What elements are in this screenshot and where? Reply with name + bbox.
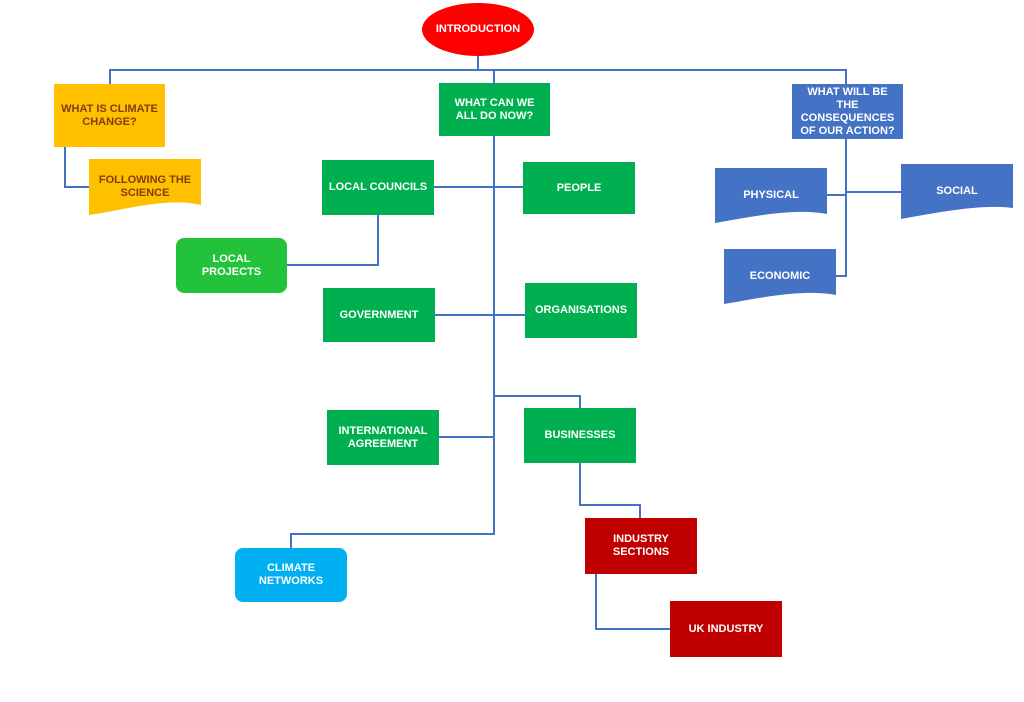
uk-industry-node[interactable]: UK INDUSTRY	[670, 601, 782, 657]
international-agreement-label: INTERNATIONAL AGREEMENT	[338, 424, 428, 450]
businesses-label: BUSINESSES	[544, 429, 616, 441]
government-node[interactable]: GOVERNMENT	[323, 288, 435, 342]
following-science-node[interactable]: FOLLOWING THE SCIENCE	[89, 159, 201, 215]
international-agreement-node[interactable]: INTERNATIONAL AGREEMENT	[327, 410, 439, 465]
consequences-node[interactable]: WHAT WILL BE THE CONSEQUENCES OF OUR ACT…	[792, 84, 903, 139]
connector-business-industry	[579, 463, 641, 518]
connector-industry-uk	[595, 574, 670, 630]
local-councils-label: LOCAL COUNCILS	[328, 181, 428, 193]
economic-label: ECONOMIC	[749, 270, 811, 282]
connector-climate-science	[64, 147, 90, 188]
introduction-label: INTRODUCTION	[435, 23, 521, 35]
connector-trunk-center	[478, 69, 495, 83]
people-node[interactable]: PEOPLE	[523, 162, 635, 214]
government-label: GOVERNMENT	[339, 308, 419, 321]
consequences-label: WHAT WILL BE THE CONSEQUENCES OF OUR ACT…	[800, 85, 895, 137]
climate-networks-node[interactable]: CLIMATE NETWORKS	[235, 548, 347, 602]
climate-change-label: WHAT IS CLIMATE CHANGE?	[61, 102, 158, 128]
physical-node[interactable]: PHYSICAL	[715, 168, 827, 223]
local-projects-node[interactable]: LOCAL PROJECTS	[176, 238, 287, 293]
document-shape	[89, 159, 201, 215]
what-can-we-do-node[interactable]: WHAT CAN WE ALL DO NOW?	[439, 83, 550, 136]
local-projects-label: LOCAL PROJECTS	[201, 252, 262, 278]
people-label: PEOPLE	[556, 181, 602, 194]
local-councils-node[interactable]: LOCAL COUNCILS	[322, 160, 434, 215]
document-shape	[715, 168, 827, 223]
climate-networks-label: CLIMATE NETWORKS	[258, 562, 324, 587]
physical-label: PHYSICAL	[743, 189, 799, 201]
connector-center-vertical	[290, 136, 495, 548]
document-shape	[901, 164, 1013, 219]
industry-sections-node[interactable]: INDUSTRY SECTIONS	[585, 518, 697, 574]
economic-node[interactable]: ECONOMIC	[724, 249, 836, 304]
following-science-label: FOLLOWING THE SCIENCE	[98, 174, 192, 199]
document-shape	[724, 249, 836, 304]
connector-intro-trunk	[477, 55, 847, 84]
organisations-label: ORGANISATIONS	[534, 304, 628, 316]
organisations-node[interactable]: ORGANISATIONS	[525, 283, 637, 338]
connector-businesses	[494, 395, 581, 408]
what-can-we-do-label: WHAT CAN WE ALL DO NOW?	[454, 96, 535, 122]
businesses-node[interactable]: BUSINESSES	[524, 408, 636, 463]
social-label: SOCIAL	[936, 185, 978, 197]
social-node[interactable]: SOCIAL	[901, 164, 1013, 219]
connector-councils-projects	[287, 215, 379, 266]
connector-trunk-left	[109, 69, 478, 84]
uk-industry-label: UK INDUSTRY	[688, 622, 764, 635]
industry-sections-label: INDUSTRY SECTIONS	[612, 533, 670, 558]
introduction-node[interactable]: INTRODUCTION	[422, 3, 534, 56]
connector-consequences-vertical	[836, 139, 847, 277]
climate-change-node[interactable]: WHAT IS CLIMATE CHANGE?	[54, 84, 165, 147]
